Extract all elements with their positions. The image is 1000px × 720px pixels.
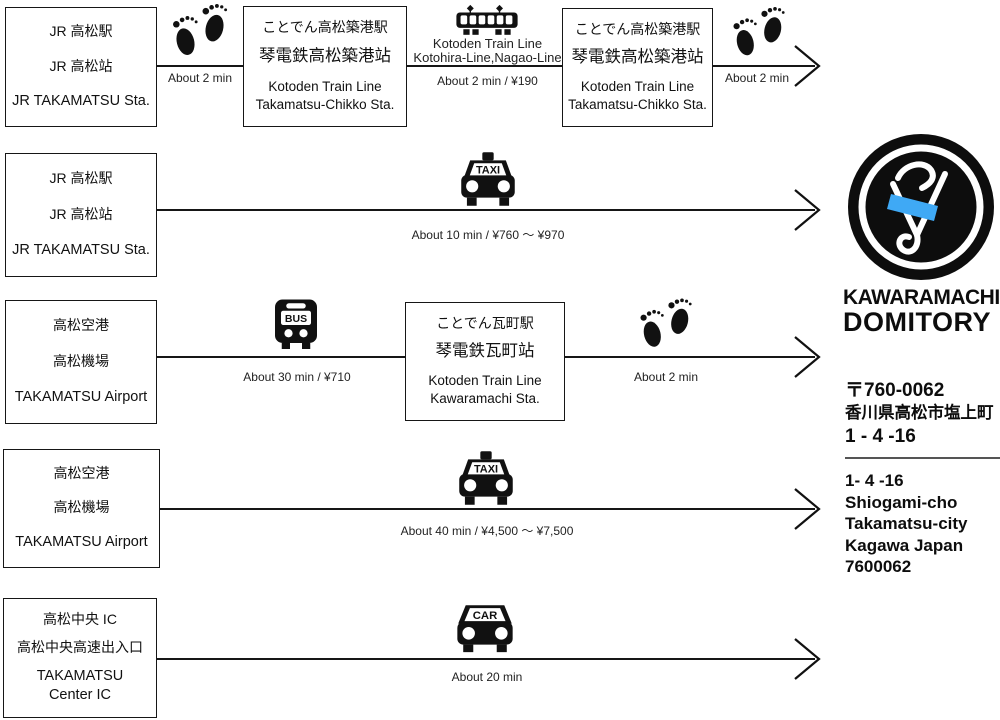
origin-box-jr-takamatsu-1: JR 高松駅 JR 高松站 JR TAKAMATSU Sta. xyxy=(5,7,157,127)
address-jp-line2: 1 - 4 -16 xyxy=(845,426,916,447)
address-divider xyxy=(845,457,1000,459)
route-line-row4 xyxy=(160,508,815,510)
station-line-zh: 琴電鉄瓦町站 xyxy=(435,341,535,360)
station-line-zh: 琴電鉄高松築港站 xyxy=(259,46,391,65)
station-line-ja: ことでん瓦町駅 xyxy=(436,314,534,331)
address-jp-line1: 香川県高松市塩上町 xyxy=(845,404,994,422)
arrow-icon-row2 xyxy=(793,188,821,232)
taxi-icon-row4 xyxy=(456,451,516,505)
train-line-name1: Kotoden Train Line xyxy=(432,36,543,51)
station-line-en1: Kotoden Train Line xyxy=(268,78,382,94)
origin-box-airport-1: 高松空港 高松機場 TAKAMATSU Airport xyxy=(5,300,157,424)
station-line-en2: Kawaramachi Sta. xyxy=(430,391,540,407)
origin-line-en1: TAKAMATSU xyxy=(36,668,124,685)
arrow-icon-row5 xyxy=(793,637,821,681)
station-line-en: Kotoden Train Line Kawaramachi Sta. xyxy=(428,372,541,408)
train-icon xyxy=(455,1,519,38)
duration-label-bus: About 30 min / ¥710 xyxy=(243,370,351,384)
postal-code-jp: 〒760-0062 xyxy=(845,380,945,401)
origin-line-en: TAKAMATSU Airport xyxy=(14,389,148,406)
station-box-chikko-2: ことでん高松築港駅 琴電鉄高松築港站 Kotoden Train Line Ta… xyxy=(562,8,713,127)
origin-box-airport-2: 高松空港 高松機場 TAKAMATSU Airport xyxy=(3,449,160,568)
address-english: 1- 4 -16 Shiogami-cho Takamatsu-city Kag… xyxy=(845,470,968,578)
station-line-en1: Kotoden Train Line xyxy=(580,78,695,94)
station-line-ja: ことでん高松築港駅 xyxy=(262,18,388,35)
origin-line-zh: 高松機場 xyxy=(53,499,110,516)
route-line-row5 xyxy=(157,658,815,660)
origin-line-en: JR TAKAMATSU Sta. xyxy=(12,242,150,259)
hotel-name-line1: KAWARAMACHI xyxy=(843,286,1000,309)
station-line-en1: Kotoden Train Line xyxy=(428,372,542,388)
origin-line-zh: JR 高松站 xyxy=(49,57,113,74)
station-line-en2: Takamatsu-Chikko Sta. xyxy=(255,96,395,112)
hotel-logo xyxy=(846,132,996,282)
train-line-name2: Kotohira-Line,Nagao-Line xyxy=(413,49,562,65)
origin-line-zh: 高松機場 xyxy=(53,352,109,369)
taxi-icon-row2 xyxy=(458,152,518,206)
origin-line-en: TAKAMATSU Center IC xyxy=(37,667,123,705)
route-line-row1 xyxy=(157,65,815,67)
station-line-en2: Takamatsu-Chikko Sta. xyxy=(568,97,707,113)
walk-icon-row1a xyxy=(166,3,234,61)
duration-label-train: About 2 min / ¥190 xyxy=(437,74,538,88)
address-en-line3: Takamatsu-city xyxy=(845,514,968,533)
duration-label-walk1: About 2 min xyxy=(167,71,233,85)
station-line-en: Kotoden Train Line Takamatsu-Chikko Sta. xyxy=(568,78,707,114)
address-en-line1: 1- 4 -16 xyxy=(845,471,904,490)
duration-label-taxi-row2: About 10 min / ¥760 ～ ¥970 xyxy=(411,228,565,242)
origin-box-takamatsu-center-ic: 高松中央 IC 高松中央高速出入口 TAKAMATSU Center IC xyxy=(3,598,157,718)
station-box-kawaramachi: ことでん瓦町駅 琴電鉄瓦町站 Kotoden Train Line Kawara… xyxy=(405,302,565,421)
origin-line-en2: Center IC xyxy=(48,687,112,704)
route-line-row2 xyxy=(157,209,815,211)
origin-box-jr-takamatsu-2: JR 高松駅 JR 高松站 JR TAKAMATSU Sta. xyxy=(5,153,157,277)
car-icon xyxy=(454,601,516,653)
origin-line-ja: 高松空港 xyxy=(53,464,110,481)
station-line-ja: ことでん高松築港駅 xyxy=(574,20,701,37)
duration-label-walk2: About 2 min xyxy=(724,71,790,85)
origin-line-ja: 高松空港 xyxy=(53,316,109,333)
duration-label-taxi-row4: About 40 min / ¥4,500 ～ ¥7,500 xyxy=(400,524,574,538)
train-line-caption: Kotoden Train Line Kotohira-Line,Nagao-L… xyxy=(400,37,575,64)
arrow-icon-row4 xyxy=(793,487,821,531)
origin-line-ja: JR 高松駅 xyxy=(49,23,113,40)
address-en-line2: Shiogami-cho xyxy=(845,492,958,512)
address-japanese: 〒760-0062 香川県高松市塩上町 1 - 4 -16 xyxy=(845,379,994,448)
origin-line-ja: JR 高松駅 xyxy=(49,169,113,186)
arrow-icon-row3 xyxy=(793,335,821,379)
station-box-chikko-1: ことでん高松築港駅 琴電鉄高松築港站 Kotoden Train Line Ta… xyxy=(243,6,407,127)
hotel-name-line2: DOMITORY xyxy=(843,307,992,337)
bus-icon xyxy=(272,296,320,351)
origin-line-en: JR TAKAMATSU Sta. xyxy=(12,92,150,109)
address-en-line5: 7600062 xyxy=(845,557,912,576)
origin-line-zh: JR 高松站 xyxy=(49,205,113,222)
station-line-zh: 琴電鉄高松築港站 xyxy=(571,47,704,66)
address-en-line4: Kagawa Japan xyxy=(845,535,964,555)
origin-line-ja: 高松中央 IC xyxy=(43,611,117,628)
walk-icon-row1b xyxy=(727,6,791,61)
origin-line-zh: 高松中央高速出入口 xyxy=(17,639,143,656)
station-line-en: Kotoden Train Line Takamatsu-Chikko Sta. xyxy=(256,78,395,114)
duration-label-walk-row3: About 2 min xyxy=(633,370,699,384)
duration-label-car: About 20 min xyxy=(451,670,523,684)
walk-icon-row3 xyxy=(634,297,698,353)
origin-line-en: TAKAMATSU Airport xyxy=(15,534,148,551)
